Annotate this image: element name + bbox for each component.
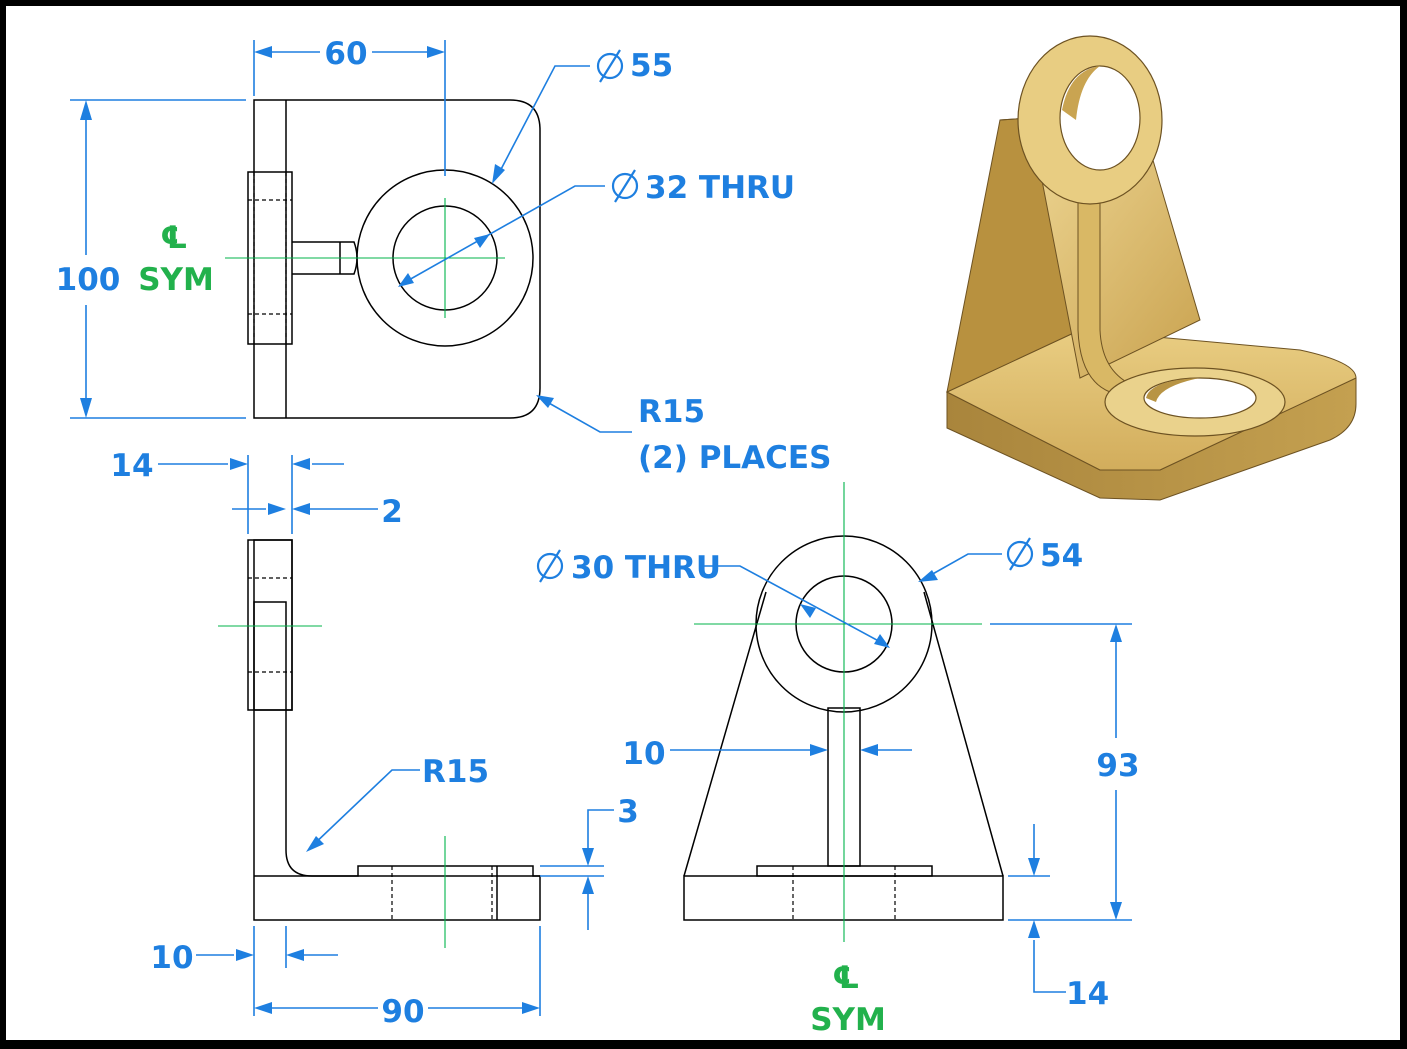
side-view-outline — [253, 539, 541, 921]
dim-front-height: 100 — [56, 262, 121, 298]
dim-side-boss-height: 3 — [617, 794, 639, 830]
isometric-view — [945, 35, 1357, 501]
end-view-dimensions: 30 THRU 54 10 93 14 ℄ SYM — [536, 537, 1140, 1038]
diameter-symbol-icon — [611, 169, 639, 203]
front-view-outline — [253, 99, 541, 419]
centerline-symbol: ℄ — [832, 960, 860, 996]
dim-front-boss-dia: 55 — [630, 48, 673, 84]
dim-end-base-thickness: 14 — [1066, 976, 1109, 1012]
dim-end-hole-dia: 30 THRU — [571, 550, 721, 586]
front-corner-radius-note: (2) PLACES — [638, 440, 831, 476]
diameter-symbol-icon — [596, 49, 624, 83]
drawing-sheet: 60 100 55 32 THRU R15 (2) PLACES ℄ SYM — [6, 6, 1400, 1040]
dim-front-hole-dia: 32 THRU — [645, 170, 795, 206]
iso-lower-hole — [1143, 377, 1257, 419]
side-view — [218, 539, 541, 948]
iso-upper-hole — [1059, 65, 1141, 171]
engineering-drawing: 60 100 55 32 THRU R15 (2) PLACES ℄ SYM — [56, 35, 1357, 1038]
front-corner-radius: R15 — [638, 394, 705, 430]
centerline-sym-label: SYM — [810, 1002, 886, 1038]
front-view-dimensions: 60 100 55 32 THRU R15 (2) PLACES ℄ SYM — [56, 36, 832, 476]
dim-side-fillet: R15 — [422, 754, 489, 790]
diameter-symbol-icon — [1006, 537, 1034, 571]
dim-end-rib-thickness: 10 — [622, 736, 665, 772]
front-view — [225, 99, 541, 419]
side-view-dimensions: 14 2 R15 3 10 90 — [110, 448, 638, 1030]
dim-side-base-thickness: 10 — [150, 940, 193, 976]
end-gusset — [683, 591, 1004, 877]
dim-side-upright-thickness: 14 — [110, 448, 153, 484]
dim-end-boss-dia: 54 — [1040, 538, 1083, 574]
end-view — [683, 482, 1004, 942]
dim-side-length: 90 — [381, 994, 424, 1030]
dim-side-boss-offset: 2 — [381, 494, 403, 530]
centerline-symbol: ℄ — [160, 220, 188, 256]
dim-front-width: 60 — [324, 36, 367, 72]
centerline-sym-label: SYM — [138, 262, 214, 298]
diameter-symbol-icon — [536, 549, 564, 583]
dim-end-center-height: 93 — [1096, 748, 1139, 784]
